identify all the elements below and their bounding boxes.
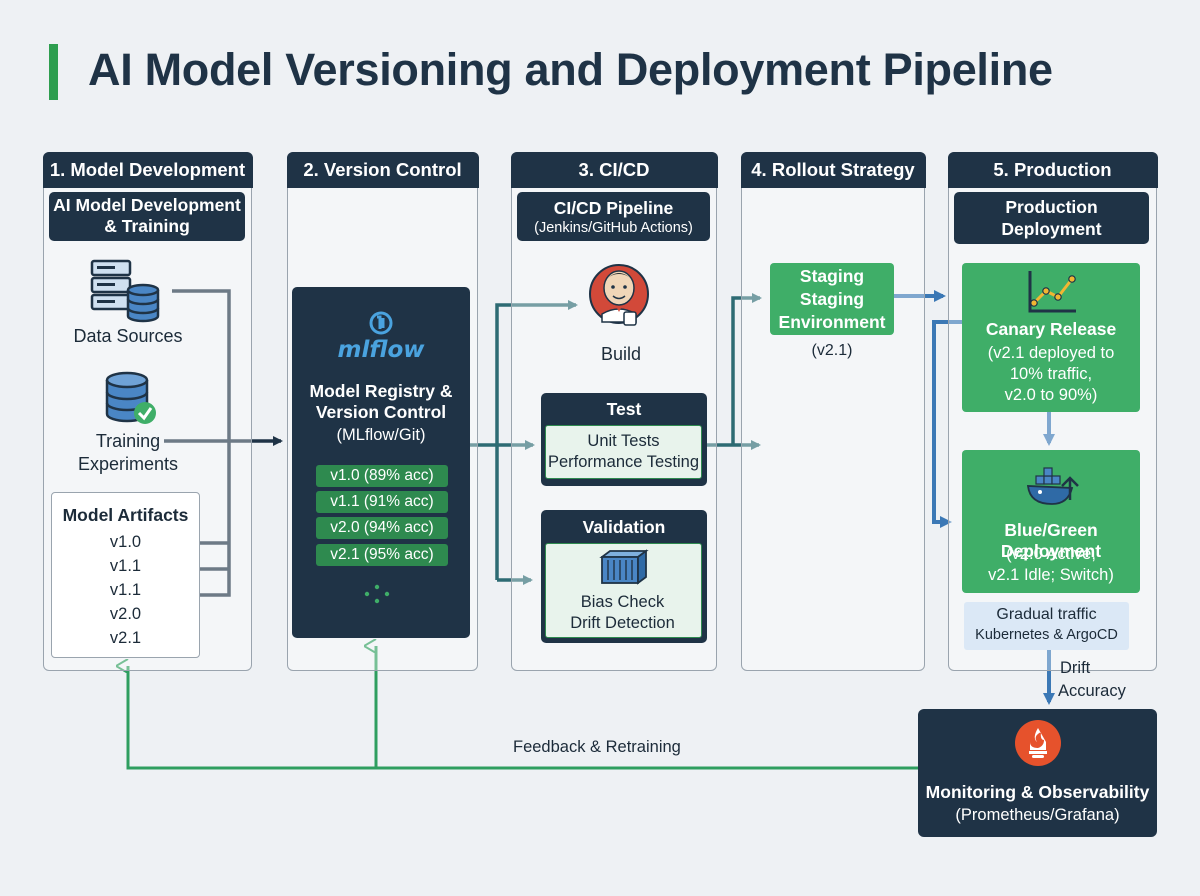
validation-title: Validation bbox=[582, 517, 666, 537]
jenkins-icon bbox=[589, 264, 649, 326]
registry-subtitle: (MLflow/Git) bbox=[336, 426, 426, 444]
staging-version: (v2.1) bbox=[811, 342, 853, 359]
canary-details: (v2.1 deployed to 10% traffic, v2.0 to 9… bbox=[987, 344, 1115, 404]
version-pill[interactable]: v1.0 (89% acc) bbox=[316, 465, 448, 487]
mlflow-logo-icon bbox=[369, 311, 393, 335]
artifact-item: v2.0 bbox=[109, 605, 142, 623]
page-title: AI Model Versioning and Deployment Pipel… bbox=[88, 44, 1053, 95]
mlflow-logo-text: mlflow bbox=[337, 337, 425, 363]
artifact-item: v1.0 bbox=[109, 533, 142, 551]
chart-line-icon bbox=[1028, 271, 1076, 313]
artifacts-title: Model Artifacts bbox=[62, 505, 189, 525]
test-title: Test bbox=[606, 399, 642, 419]
blue-green-details: (v2.0 Active, v2.1 Idle; Switch) bbox=[988, 545, 1114, 584]
gradual-traffic-box: Gradual traffic Kubernetes & ArgoCD bbox=[964, 602, 1129, 650]
test-to-staging-connector bbox=[706, 293, 762, 450]
monitoring-subtitle: (Prometheus/Grafana) bbox=[955, 806, 1120, 824]
model-artifacts-box: Model Artifacts v1.0 v1.1 v1.1 v2.0 v2.1 bbox=[51, 492, 200, 658]
monitoring-title: Monitoring & Observability bbox=[925, 782, 1150, 802]
validation-detail-text: Bias Check Drift Detection bbox=[570, 593, 675, 632]
staging-environment-box: Staging Staging Environment bbox=[770, 263, 894, 335]
monitoring-metrics-label: Drift Accuracy bbox=[1058, 659, 1126, 700]
column-header: 2. Version Control bbox=[286, 151, 479, 188]
column-header: 1. Model Development bbox=[42, 151, 253, 188]
database-check-icon bbox=[105, 371, 156, 424]
artifact-item: v1.1 bbox=[109, 557, 142, 575]
build-label: Build bbox=[600, 344, 642, 364]
prometheus-icon bbox=[1015, 720, 1061, 766]
column-header: 5. Production bbox=[947, 151, 1158, 188]
artifact-item: v2.1 bbox=[109, 629, 142, 647]
canary-release-box: Canary Release (v2.1 deployed to 10% tra… bbox=[962, 263, 1140, 412]
registry-title: Model Registry & Version Control bbox=[309, 381, 453, 422]
version-pill[interactable]: v2.0 (94% acc) bbox=[316, 517, 448, 539]
canary-title: Canary Release bbox=[985, 319, 1117, 339]
column-header: 3. CI/CD bbox=[510, 151, 718, 188]
version-pill[interactable]: v2.1 (95% acc) bbox=[316, 544, 448, 566]
cicd-header-label: CI/CD Pipeline (Jenkins/GitHub Actions) bbox=[517, 192, 710, 241]
feedback-loop-connector bbox=[128, 646, 918, 770]
blue-green-box: Blue/Green Deployment (v2.0 Active, v2.1… bbox=[962, 450, 1140, 593]
registry-to-cicd-connector bbox=[470, 300, 578, 585]
training-experiments-label: Training Experiments bbox=[77, 431, 179, 474]
artifact-item: v1.1 bbox=[109, 581, 142, 599]
server-stack-icon bbox=[90, 259, 160, 323]
dev-header-label: AI Model Development & Training bbox=[49, 192, 245, 241]
test-details: Unit Tests Performance Testing bbox=[545, 425, 702, 479]
data-sources-label: Data Sources bbox=[73, 326, 183, 346]
container-icon bbox=[599, 549, 649, 585]
title-accent-bar bbox=[49, 44, 58, 100]
production-header-label: Production Deployment bbox=[954, 192, 1149, 244]
dots-icon bbox=[364, 584, 390, 604]
version-pill[interactable]: v1.1 (91% acc) bbox=[316, 491, 448, 513]
monitoring-box: Monitoring & Observability (Prometheus/G… bbox=[918, 709, 1157, 837]
column-header: 4. Rollout Strategy bbox=[740, 151, 926, 188]
blue-green-title: Blue/Green Deployment bbox=[1000, 520, 1102, 561]
column-rollout-strategy: 4. Rollout Strategy bbox=[740, 151, 926, 671]
feedback-label: Feedback & Retraining bbox=[513, 738, 681, 756]
docker-whale-icon bbox=[1026, 467, 1079, 505]
model-registry-box bbox=[292, 287, 470, 638]
